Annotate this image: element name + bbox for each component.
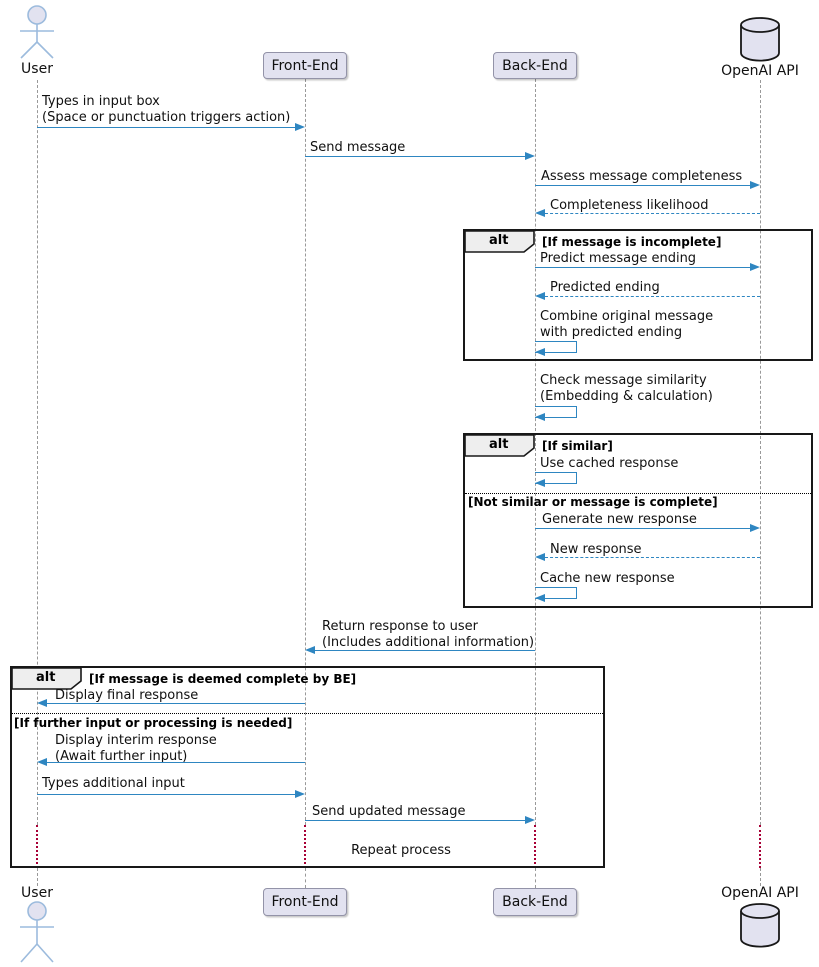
lifeline-user-delay — [36, 825, 38, 868]
arrowhead — [535, 413, 545, 421]
participant-user-top: User — [21, 61, 53, 77]
actor-icon — [20, 5, 54, 59]
lifeline-openai — [760, 80, 761, 825]
alt-frame-label-shape — [11, 667, 82, 690]
participant-frontend-label: Front-End — [271, 57, 339, 74]
message-send-updated: Send updated message — [312, 804, 466, 819]
lifeline-user — [37, 868, 38, 886]
arrowhead — [535, 292, 545, 300]
alt-frame-operator: alt — [489, 437, 509, 452]
actor-icon — [20, 901, 54, 963]
lifeline-openai — [760, 868, 761, 886]
arrowhead — [750, 181, 760, 189]
participant-user-bottom: User — [21, 885, 53, 901]
lifeline-backend-delay — [534, 825, 536, 868]
self-message-loop — [535, 472, 577, 484]
message-return-response: Return response to user (Includes additi… — [322, 619, 535, 650]
message-combine-original: Combine original message with predicted … — [540, 309, 714, 340]
lifeline-frontend — [305, 79, 306, 825]
alt-frame-label-shape — [464, 434, 535, 457]
message-assess-completeness: Assess message completeness — [541, 169, 743, 184]
message-new-response: New response — [550, 542, 642, 557]
arrowhead — [535, 348, 545, 356]
message-types-additional: Types additional input — [42, 776, 185, 791]
arrow-openai-to-backend-return — [545, 213, 760, 214]
message-predict-ending: Predict message ending — [540, 251, 697, 266]
arrowhead — [525, 152, 535, 160]
alt-frame-complete-by-be: alt [If message is deemed complete by BE… — [10, 666, 605, 868]
database-icon — [740, 17, 780, 62]
arrow-openai-to-backend-return — [545, 557, 760, 558]
alt-frame-divider — [12, 713, 603, 714]
delay-label: Repeat process — [351, 843, 451, 858]
arrow-frontend-to-user — [46, 703, 305, 704]
arrow-backend-to-openai — [535, 185, 751, 186]
arrow-frontend-to-backend — [305, 156, 526, 157]
alt-frame-similar: alt [If similar] [Not similar or message… — [463, 433, 813, 608]
participant-backend-bottom: Back-End — [493, 888, 577, 916]
arrowhead — [295, 123, 305, 131]
self-message-loop — [535, 406, 577, 418]
participant-backend-label: Back-End — [502, 57, 568, 74]
message-send-message: Send message — [310, 140, 406, 155]
arrow-user-to-frontend — [37, 127, 296, 128]
participant-backend-label: Back-End — [502, 894, 568, 910]
arrowhead — [750, 263, 760, 271]
database-icon — [740, 903, 780, 948]
message-display-interim: Display interim response (Await further … — [55, 733, 217, 764]
alt-frame-label-shape — [464, 230, 535, 253]
message-generate-new: Generate new response — [542, 512, 697, 527]
self-message-loop — [535, 587, 577, 599]
alt-frame-condition: [If message is incomplete] — [542, 235, 722, 249]
arrow-backend-to-openai — [535, 267, 751, 268]
arrowhead — [535, 553, 545, 561]
message-check-similarity: Check message similarity (Embedding & ca… — [540, 373, 713, 404]
arrow-openai-to-backend-return — [545, 296, 760, 297]
lifeline-backend — [535, 868, 536, 888]
message-display-final: Display final response — [55, 688, 199, 703]
arrowhead — [37, 758, 47, 766]
arrow-frontend-to-user — [46, 762, 305, 763]
arrow-backend-to-openai — [535, 528, 751, 529]
participant-frontend-bottom: Front-End — [263, 888, 347, 916]
arrow-user-to-frontend — [37, 794, 296, 795]
alt-frame-else-condition: [If further input or processing is neede… — [14, 716, 293, 730]
message-cache-new: Cache new response — [540, 571, 675, 586]
alt-frame-condition: [If similar] — [542, 439, 613, 453]
arrowhead — [535, 594, 545, 602]
arrowhead — [535, 479, 545, 487]
arrowhead — [525, 816, 535, 824]
participant-frontend-label: Front-End — [271, 894, 339, 910]
message-use-cached: Use cached response — [540, 456, 679, 471]
message-completeness-likelihood: Completeness likelihood — [550, 198, 709, 213]
arrowhead — [750, 524, 760, 532]
alt-frame-operator: alt — [489, 233, 509, 248]
lifeline-user — [37, 80, 38, 825]
participant-openai-top: OpenAI API — [721, 63, 799, 79]
arrowhead — [295, 790, 305, 798]
arrowhead — [305, 646, 315, 654]
arrowhead — [37, 699, 47, 707]
participant-frontend-top: Front-End — [263, 52, 347, 79]
alt-frame-operator: alt — [36, 670, 56, 685]
message-predicted-ending: Predicted ending — [550, 280, 660, 295]
lifeline-openai-delay — [759, 825, 761, 868]
self-message-loop — [535, 341, 577, 353]
arrow-backend-to-frontend — [314, 650, 535, 651]
alt-frame-incomplete: alt [If message is incomplete] — [463, 229, 813, 361]
message-types-in-input-box: Types in input box (Space or punctuation… — [42, 94, 291, 125]
participant-backend-top: Back-End — [493, 52, 577, 79]
lifeline-frontend-delay — [304, 825, 306, 868]
lifeline-backend — [535, 79, 536, 825]
lifeline-frontend — [305, 868, 306, 888]
alt-frame-divider — [465, 493, 811, 494]
alt-frame-condition: [If message is deemed complete by BE] — [89, 672, 357, 686]
participant-openai-bottom: OpenAI API — [721, 885, 799, 901]
arrow-frontend-to-backend — [305, 820, 526, 821]
alt-frame-else-condition: [Not similar or message is complete] — [468, 495, 718, 509]
arrowhead — [535, 209, 545, 217]
